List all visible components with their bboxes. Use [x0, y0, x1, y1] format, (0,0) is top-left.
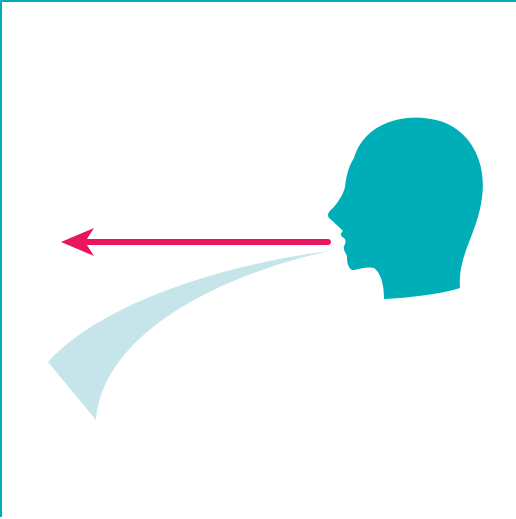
breath-cone-icon	[48, 251, 329, 420]
arrow-left-icon	[61, 228, 328, 256]
head-profile-icon	[328, 118, 483, 299]
